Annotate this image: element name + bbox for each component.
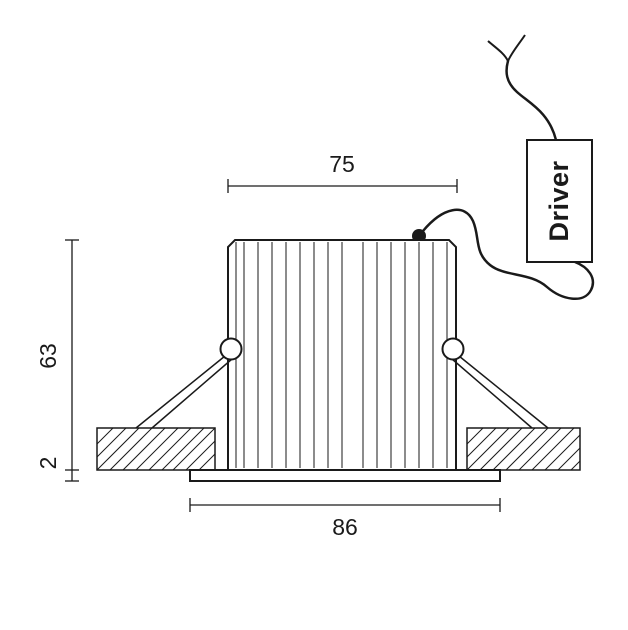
heatsink-rib-lines <box>235 242 448 468</box>
driver-label: Driver <box>544 160 574 241</box>
dim-bottom-width-line <box>189 498 501 512</box>
trim-flange <box>189 469 501 482</box>
ceiling-hatch-left <box>96 427 216 471</box>
dim-flange-thickness-label: 2 <box>35 457 61 470</box>
spring-clip-pivot-left <box>219 337 243 361</box>
spring-clip-arm-right <box>451 355 549 429</box>
dim-top-width-label: 75 <box>329 151 355 177</box>
ceiling-hatch-right <box>466 427 581 471</box>
driver-box <box>526 139 593 263</box>
wire-end-left <box>487 40 509 62</box>
ceiling-section-right <box>466 427 581 471</box>
cable-upper-run <box>505 59 558 142</box>
dim-height-line <box>65 239 79 482</box>
dim-top-width-line <box>227 179 458 193</box>
wire-end-right <box>507 34 526 62</box>
spring-clip-arm-left <box>135 355 233 429</box>
dim-height-label: 63 <box>35 343 61 369</box>
spring-clip-pivot-right <box>441 337 465 361</box>
dim-bottom-width-label: 86 <box>332 514 358 540</box>
cable-lower-run <box>421 208 595 300</box>
